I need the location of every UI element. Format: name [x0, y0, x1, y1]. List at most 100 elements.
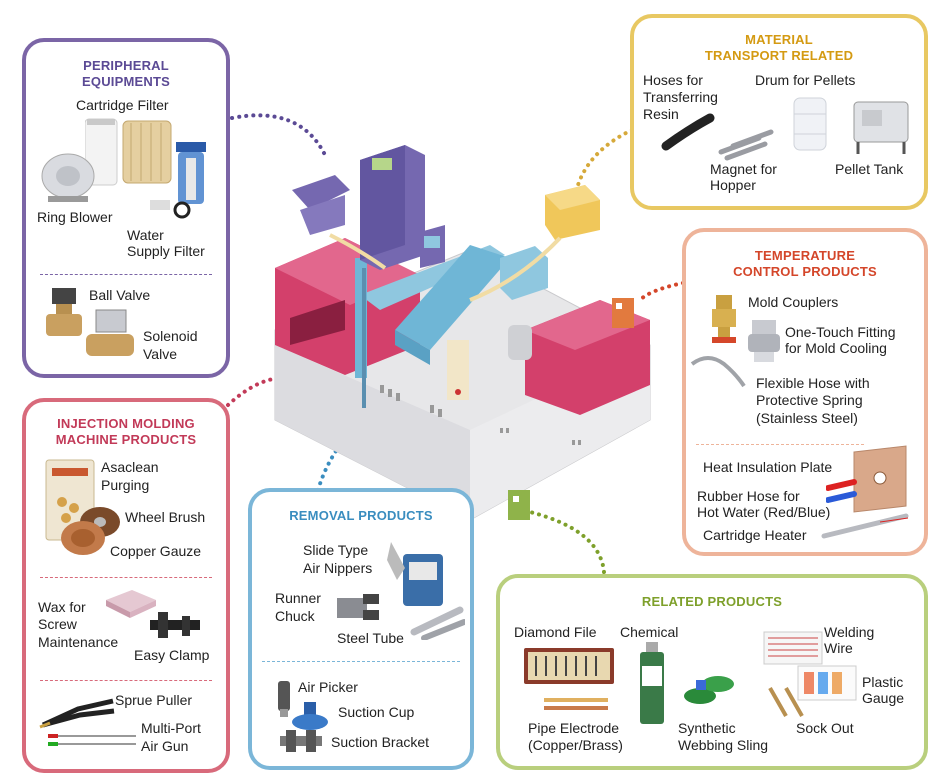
- label-sling-2: Webbing Sling: [678, 737, 769, 753]
- label-sling-1: Synthetic: [678, 720, 736, 736]
- label-magnet-2: Hopper: [710, 177, 756, 193]
- label-ring-blower: Ring Blower: [37, 209, 113, 225]
- label-nippers-1: Slide Type: [303, 542, 369, 558]
- connector-material: [576, 128, 634, 187]
- temperature-panel: TEMPERATURE CONTROL PRODUCTS: [682, 228, 928, 556]
- label-hoses-3: Resin: [643, 106, 679, 122]
- mold-couplers-icon: [712, 295, 736, 343]
- peripheral-divider: [40, 274, 212, 275]
- welding-wire-icon: [763, 631, 823, 665]
- hopper-magnet-icon: [718, 129, 774, 161]
- peripheral-title: PERIPHERAL EQUIPMENTS: [82, 58, 170, 89]
- label-hoses-2: Transferring: [643, 89, 718, 105]
- wax-icon: [106, 590, 156, 618]
- label-flex-hose-3: (Stainless Steel): [756, 410, 858, 426]
- air-nippers-icon: [387, 542, 443, 606]
- label-suction-bracket: Suction Bracket: [331, 734, 430, 750]
- multi-port-air-gun-icon: [48, 734, 136, 746]
- related-title: RELATED PRODUCTS: [641, 594, 783, 609]
- rubber-hose-icon: [826, 479, 857, 503]
- label-chemical: Chemical: [620, 624, 679, 640]
- webbing-sling-icon: [684, 676, 734, 704]
- label-water-supply-filter-2: Supply Filter: [127, 243, 205, 259]
- cartridge-heater-icon: [821, 513, 909, 539]
- label-magnet-1: Magnet for: [710, 161, 777, 177]
- pellet-tank-icon: [853, 101, 909, 154]
- label-plastic-gauge-2: Gauge: [862, 690, 905, 706]
- label-air-gun-1: Multi-Port: [141, 720, 201, 736]
- label-welding-1: Welding: [824, 624, 875, 640]
- runner-chuck-icon: [337, 594, 379, 620]
- temperature-divider: [696, 444, 864, 445]
- connector-temperature: [638, 281, 685, 302]
- connector-injection: [226, 376, 282, 407]
- injection-title: INJECTION MOLDING MACHINE PRODUCTS: [55, 416, 197, 447]
- label-wax-2: Screw: [38, 616, 77, 632]
- label-welding-2: Wire: [824, 640, 853, 656]
- label-cartridge-heater: Cartridge Heater: [703, 527, 807, 543]
- label-easy-clamp: Easy Clamp: [134, 647, 210, 663]
- water-supply-filter-icon: [150, 142, 206, 219]
- injection-divider-1: [40, 577, 212, 578]
- label-flex-hose-2: Protective Spring: [756, 392, 863, 408]
- label-pellet-tank: Pellet Tank: [835, 161, 904, 177]
- label-mold-couplers: Mold Couplers: [748, 294, 839, 310]
- label-nippers-2: Air Nippers: [303, 560, 373, 576]
- heat-insulation-plate-icon: [853, 445, 907, 513]
- sprue-puller-icon: [39, 698, 115, 729]
- chemical-can-icon: [640, 642, 664, 724]
- label-heat-plate: Heat Insulation Plate: [703, 459, 833, 475]
- label-wax-3: Maintenance: [38, 634, 119, 650]
- label-water-supply-filter-1: Water: [127, 227, 164, 243]
- suction-cup-icon: [292, 702, 328, 730]
- label-rubber-hose-2: Hot Water (Red/Blue): [697, 504, 831, 520]
- removal-panel: REMOVAL PRODUCTS: [248, 488, 474, 770]
- suction-bracket-icon: [280, 730, 322, 752]
- label-solenoid-valve-1: Solenoid: [143, 328, 198, 344]
- label-sock-out: Sock Out: [796, 720, 854, 736]
- ball-valve-icon: [46, 288, 82, 336]
- label-asaclean-2: Purging: [101, 477, 150, 493]
- injection-divider-2: [40, 680, 212, 681]
- label-flex-hose-1: Flexible Hose with: [756, 375, 870, 391]
- plastic-gauge-icon: [797, 665, 857, 701]
- connector-related: [528, 510, 606, 574]
- label-air-picker: Air Picker: [298, 679, 358, 695]
- label-cartridge-filter: Cartridge Filter: [76, 97, 169, 113]
- removal-title: REMOVAL PRODUCTS: [289, 508, 433, 523]
- connector-peripheral: [230, 113, 327, 157]
- label-hoses-1: Hoses for: [643, 72, 703, 88]
- label-rubber-hose-1: Rubber Hose for: [697, 488, 800, 504]
- label-runner-chuck-2: Chuck: [275, 608, 315, 624]
- pipe-electrode-icon: [544, 698, 608, 710]
- label-runner-chuck-1: Runner: [275, 590, 321, 606]
- material-title: MATERIAL TRANSPORT RELATED: [704, 32, 854, 63]
- label-pipe-electrode-2: (Copper/Brass): [528, 737, 623, 753]
- label-air-gun-2: Air Gun: [141, 738, 189, 754]
- easy-clamp-icon: [150, 612, 200, 638]
- one-touch-fitting-icon: [748, 320, 780, 362]
- air-picker-icon: [278, 681, 290, 717]
- label-copper-gauze: Copper Gauze: [110, 543, 202, 559]
- temperature-title: TEMPERATURE CONTROL PRODUCTS: [733, 248, 877, 279]
- ring-blower-icon: [41, 153, 95, 202]
- label-wax-1: Wax for: [38, 599, 86, 615]
- flexible-hose-icon: [690, 356, 746, 388]
- label-sprue-puller: Sprue Puller: [115, 692, 193, 708]
- label-diamond-file: Diamond File: [514, 624, 597, 640]
- solenoid-valve-icon: [86, 309, 134, 356]
- label-suction-cup: Suction Cup: [338, 704, 415, 720]
- connector-removal: [316, 418, 364, 492]
- removal-divider: [262, 661, 460, 662]
- resin-hose-icon: [661, 113, 715, 151]
- label-wheel-brush: Wheel Brush: [125, 509, 206, 525]
- drum-icon: [793, 97, 827, 151]
- label-asaclean-1: Asaclean: [101, 459, 159, 475]
- steel-tube-icon: [410, 606, 465, 640]
- label-plastic-gauge-1: Plastic: [862, 674, 904, 690]
- label-solenoid-valve-2: Valve: [143, 346, 177, 362]
- label-ball-valve: Ball Valve: [89, 287, 151, 303]
- copper-gauze-icon: [61, 521, 105, 555]
- sock-out-icon: [768, 687, 804, 717]
